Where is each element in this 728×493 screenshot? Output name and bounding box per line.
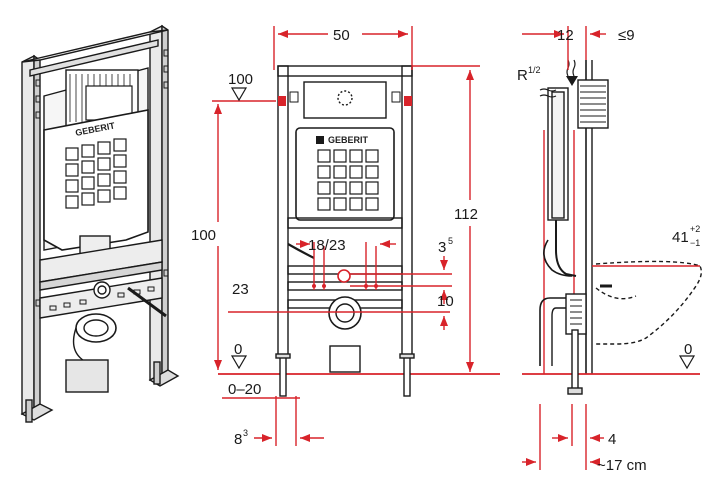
dim-top-level: 100 [228,71,253,88]
dim-level-0-front: 0 [234,341,242,358]
dim-offset-3-sup: 5 [448,236,453,246]
dim-level-10: 10 [437,293,454,310]
dim-level-23: 23 [232,281,249,298]
dim-foot-8-sup: 3 [243,428,248,438]
dim-level-0-side: 0 [684,341,692,358]
dim-side-41-sup: +2 [690,224,700,234]
dim-foot-8: 8 [234,431,242,448]
dim-floor-range: 0–20 [228,381,261,398]
dim-offset-3: 3 [438,239,446,256]
supply-arrow-icon [566,76,578,86]
dim-side-12: 12 [557,27,574,44]
front-dimension-lines [212,26,480,446]
front-elevation [218,65,500,397]
dim-side-4: 4 [608,431,616,448]
dim-width-top: 50 [333,27,350,44]
dim-side-17: ~17 cm [597,457,647,474]
isometric-frame-view [20,24,180,423]
level-marker-side [678,355,696,370]
dim-side-le9: ≤9 [618,27,635,44]
side-dimension-lines [522,26,700,470]
side-section [522,59,703,395]
brand-logo-mark [316,136,324,144]
dim-height-total: 112 [454,206,478,223]
dim-pipe-spacing: 18/23 [308,237,346,254]
dim-height-left: 100 [191,227,216,244]
dim-side-41: 41 [672,229,689,246]
dim-side-r: R [517,67,528,84]
dim-side-r-frac: 1/2 [528,65,541,75]
level-markers-front [230,87,248,370]
dim-side-41-sub: −1 [690,238,700,248]
brand-logo-front: GEBERIT [328,135,369,145]
